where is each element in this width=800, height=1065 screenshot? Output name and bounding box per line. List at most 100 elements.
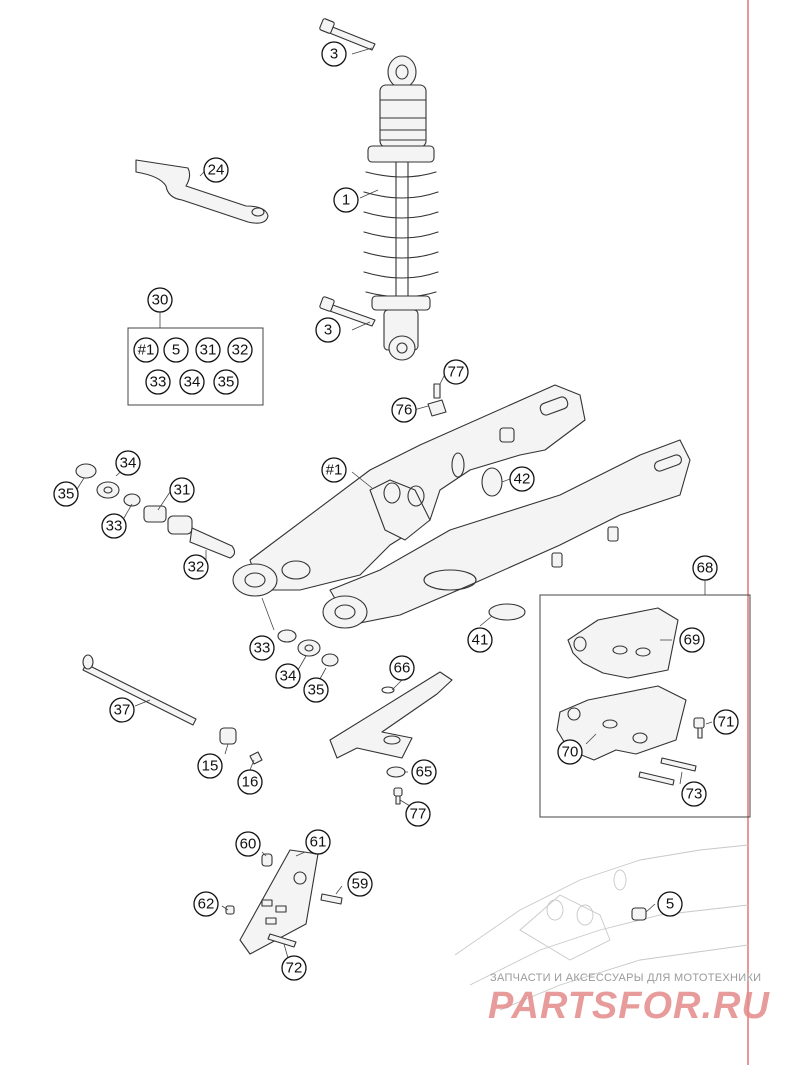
bushing-42	[481, 467, 503, 497]
svg-text:62: 62	[198, 896, 215, 913]
svg-text:77: 77	[410, 806, 427, 823]
svg-text:73: 73	[686, 786, 703, 803]
callout-34-right: 34	[275, 663, 301, 689]
kit-30-box	[127, 327, 264, 406]
bolt-71	[693, 717, 705, 739]
chain-slider-66	[329, 671, 453, 759]
callout-60: 60	[235, 831, 261, 857]
svg-text:69: 69	[684, 632, 701, 649]
svg-text:33: 33	[150, 374, 167, 391]
callout-bubbles: 3 24 1 30 3 77 76 34 35 31 33 32 #1 42 6…	[53, 41, 739, 981]
pivot-parts-right	[277, 629, 339, 667]
svg-text:16: 16	[242, 774, 259, 791]
nut-62	[225, 905, 235, 915]
svg-text:31: 31	[174, 482, 191, 499]
clip-76	[427, 383, 447, 417]
callout-37: 37	[109, 697, 135, 723]
kit-item-33: 33	[145, 369, 171, 395]
callout-3-top: 3	[321, 41, 347, 67]
svg-text:65: 65	[416, 764, 433, 781]
svg-text:59: 59	[352, 876, 369, 893]
kit-30-contents: #1 5 31 32 33 34 35	[133, 337, 253, 395]
svg-text:60: 60	[240, 836, 257, 853]
svg-text:42: 42	[514, 471, 531, 488]
nut-15	[219, 727, 237, 745]
callout-61: 61	[305, 829, 331, 855]
kit-item-35: 35	[213, 369, 239, 395]
watermark-caption: ЗАПЧАСТИ И АКСЕССУАРЫ ДЛЯ МОТОТЕХНИКИ	[490, 972, 762, 984]
reference-sketch	[454, 844, 749, 1011]
svg-text:76: 76	[396, 402, 413, 419]
svg-text:34: 34	[120, 455, 137, 472]
kit-item-32: 32	[227, 337, 253, 363]
callout-15: 15	[197, 753, 223, 779]
bolt-72	[267, 933, 297, 948]
callout-16: 16	[237, 769, 263, 795]
svg-text:5: 5	[172, 342, 180, 359]
svg-text:35: 35	[58, 486, 75, 503]
callout-hash-1: #1	[321, 457, 347, 483]
svg-text:24: 24	[208, 162, 225, 179]
bolts-73	[638, 757, 697, 786]
callout-59: 59	[347, 871, 373, 897]
kit-item-hash-1: #1	[133, 337, 159, 363]
callout-77-top: 77	[443, 359, 469, 385]
callout-41: 41	[467, 627, 493, 653]
svg-text:5: 5	[666, 896, 674, 913]
callout-5: 5	[657, 891, 683, 917]
svg-text:33: 33	[106, 518, 123, 535]
callout-34-left: 34	[115, 450, 141, 476]
svg-text:32: 32	[188, 559, 205, 576]
svg-text:#1: #1	[138, 342, 155, 359]
callout-31: 31	[169, 477, 195, 503]
washer-65	[386, 766, 406, 778]
kit-item-31: 31	[195, 337, 221, 363]
svg-text:31: 31	[200, 342, 217, 359]
callout-76: 76	[391, 397, 417, 423]
bolt-lower	[319, 296, 376, 327]
callout-72: 72	[281, 955, 307, 981]
slider-41	[488, 603, 526, 621]
chain-guide-69	[567, 607, 679, 679]
pivot-axle	[82, 654, 197, 726]
svg-text:#1: #1	[326, 462, 343, 479]
callout-32: 32	[183, 554, 209, 580]
svg-text:1: 1	[342, 192, 350, 209]
svg-text:68: 68	[697, 560, 714, 577]
svg-text:3: 3	[330, 46, 338, 63]
svg-text:35: 35	[308, 682, 325, 699]
callout-24: 24	[203, 157, 229, 183]
svg-text:34: 34	[184, 374, 201, 391]
bracket-61	[239, 849, 319, 955]
bolt-top	[319, 18, 376, 51]
watermark-logo: PARTSFOR.RU	[488, 985, 770, 1027]
svg-text:70: 70	[562, 744, 579, 761]
cap-16	[249, 751, 263, 765]
svg-text:15: 15	[202, 758, 219, 775]
callout-69: 69	[679, 627, 705, 653]
callout-3-lower: 3	[315, 317, 341, 343]
kit-item-34: 34	[179, 369, 205, 395]
callout-65: 65	[411, 759, 437, 785]
svg-text:77: 77	[448, 364, 465, 381]
kit-item-5: 5	[163, 337, 189, 363]
callout-73: 73	[681, 781, 707, 807]
svg-text:30: 30	[152, 292, 169, 309]
svg-text:37: 37	[114, 702, 131, 719]
svg-text:32: 32	[232, 342, 249, 359]
callout-42: 42	[509, 466, 535, 492]
kit-68-box	[539, 594, 751, 818]
callout-71: 71	[713, 709, 739, 735]
svg-text:61: 61	[310, 834, 327, 851]
callout-33-left: 33	[101, 513, 127, 539]
spanner-wrench	[135, 159, 269, 224]
svg-text:66: 66	[394, 660, 411, 677]
callout-77-lower: 77	[405, 801, 431, 827]
callout-33-right: 33	[249, 635, 275, 661]
bolt-77	[393, 787, 403, 805]
callout-35-right: 35	[303, 677, 329, 703]
sleeve-60	[261, 853, 273, 867]
bolt-59	[320, 893, 343, 905]
callout-62: 62	[193, 891, 219, 917]
callout-66: 66	[389, 655, 415, 681]
